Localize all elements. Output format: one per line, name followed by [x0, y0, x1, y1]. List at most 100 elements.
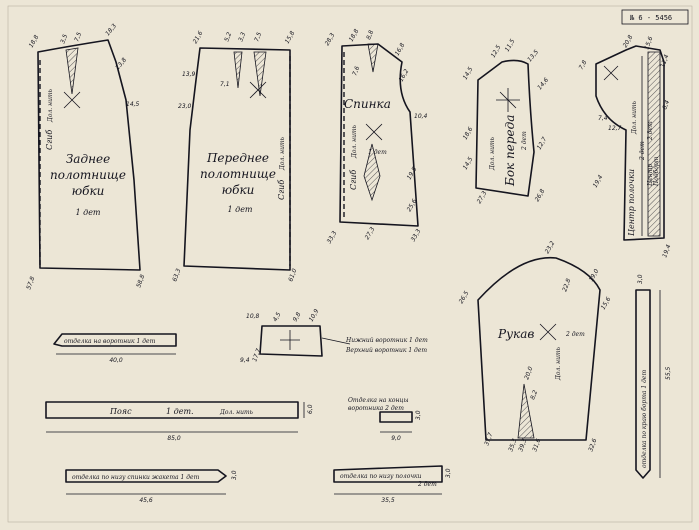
shelf-hem-trim-strip: отделка по низу полочки 2 дет 35,5 3,0: [333, 465, 452, 504]
svg-text:полотнище: полотнище: [200, 167, 276, 181]
belt-strip: Пояс 1 дет. Дол. нить 85,0 6,0: [45, 401, 314, 442]
svg-text:7,4: 7,4: [598, 115, 608, 122]
collar-ends-trim-strip: Отделка на концы воротника 2 дет 9,0 3,0: [348, 397, 422, 442]
collar-trim-strip: отделка на воротник 1 дет 40,0: [53, 333, 177, 364]
svg-text:63,3: 63,3: [171, 268, 182, 283]
svg-text:Дол. нить: Дол. нить: [555, 347, 562, 381]
svg-text:15,6: 15,6: [600, 296, 613, 311]
svg-text:11,4: 11,4: [659, 54, 670, 69]
svg-text:23,2: 23,2: [544, 240, 557, 255]
svg-text:37,7: 37,7: [483, 432, 494, 447]
svg-text:12,7: 12,7: [536, 136, 549, 151]
svg-text:45,6: 45,6: [139, 497, 153, 504]
sheet-border: [7, 5, 693, 523]
svg-text:26,5: 26,5: [458, 290, 471, 305]
skirt-front-piece: Переднее полотнище юбки 1 дет Сгиб Дол. …: [171, 30, 298, 283]
svg-text:12,5: 12,5: [490, 44, 503, 59]
svg-text:55,5: 55,5: [665, 366, 672, 380]
svg-text:3,0: 3,0: [637, 274, 644, 284]
svg-text:Дол. нить: Дол. нить: [47, 89, 54, 123]
svg-text:18,8: 18,8: [28, 34, 41, 49]
svg-text:Спинка: Спинка: [344, 97, 391, 111]
collar-piece: Нижний воротник 1 дет Верхний воротник 1…: [240, 308, 428, 364]
svg-text:17,7: 17,7: [251, 348, 262, 363]
front-center-piece: Центр полочки 2 дет Дол. нить Центр Подб…: [578, 34, 673, 259]
svg-text:7,8: 7,8: [578, 59, 589, 71]
lapel-trim-strip: отделка по краю борта 1 дет 55,5 3,0: [635, 274, 672, 479]
svg-text:3,0: 3,0: [445, 468, 452, 478]
svg-text:10,4: 10,4: [414, 113, 428, 120]
svg-text:7,5: 7,5: [73, 31, 83, 43]
svg-text:16,2: 16,2: [398, 68, 411, 83]
svg-text:Дол. нить: Дол. нить: [489, 137, 496, 171]
svg-text:Нижний воротник 1 дет: Нижний воротник 1 дет: [345, 337, 428, 344]
svg-text:Сгиб: Сгиб: [349, 170, 358, 190]
svg-text:10,9: 10,9: [308, 308, 321, 323]
svg-text:3,0: 3,0: [415, 410, 422, 420]
svg-text:21,6: 21,6: [192, 30, 205, 45]
svg-text:19,0: 19,0: [588, 268, 601, 283]
svg-text:7,5: 7,5: [253, 31, 263, 43]
back-piece: Спинка 1 дет Сгиб Дол. нить 28,3 18,8 8,…: [324, 28, 428, 245]
svg-text:Сгиб: Сгиб: [45, 130, 54, 150]
svg-text:14,5: 14,5: [126, 101, 140, 108]
svg-text:Переднее: Переднее: [206, 151, 269, 165]
svg-text:27,3: 27,3: [364, 226, 377, 241]
svg-text:отделка на воротник 1 дет: отделка на воротник 1 дет: [64, 338, 156, 345]
svg-text:Центр: Центр: [647, 164, 654, 186]
sheet-code: № 6 - 5456: [621, 9, 689, 25]
svg-text:Отделка на концы: Отделка на концы: [348, 397, 409, 404]
svg-text:14,6: 14,6: [536, 76, 550, 91]
svg-text:15,6: 15,6: [643, 36, 654, 51]
svg-text:Дол. нить: Дол. нить: [219, 409, 253, 416]
svg-text:2 дет: 2 дет: [417, 481, 437, 488]
svg-text:юбки: юбки: [222, 183, 255, 197]
svg-text:16,8: 16,8: [394, 42, 407, 57]
svg-text:9,4: 9,4: [240, 357, 250, 364]
svg-text:Дол. нить: Дол. нить: [351, 125, 358, 159]
svg-text:отделка по низу полочки: отделка по низу полочки: [340, 473, 422, 480]
svg-text:6,4: 6,4: [661, 99, 671, 111]
svg-text:13,9: 13,9: [182, 71, 196, 78]
svg-text:27,3: 27,3: [476, 190, 489, 205]
svg-text:26,8: 26,8: [534, 188, 547, 203]
svg-text:2 дет: 2 дет: [647, 121, 654, 141]
svg-text:32,6: 32,6: [587, 438, 598, 453]
svg-text:31,6: 31,6: [531, 438, 542, 453]
svg-text:Верхний воротник 1 дет: Верхний воротник 1 дет: [345, 347, 427, 354]
svg-text:40,0: 40,0: [109, 357, 123, 364]
svg-text:7,6: 7,6: [351, 65, 361, 77]
svg-text:9,8: 9,8: [292, 311, 303, 323]
svg-text:Заднее: Заднее: [66, 152, 110, 166]
svg-text:85,0: 85,0: [167, 435, 181, 442]
svg-text:Рукав: Рукав: [497, 327, 534, 341]
svg-text:2 дет: 2 дет: [565, 331, 585, 338]
svg-text:Пояс: Пояс: [109, 407, 132, 416]
side-front-piece: Бок переда 2 дет Дол. нить 14,5 12,5 11,…: [462, 38, 551, 205]
svg-text:1 дет: 1 дет: [75, 208, 100, 217]
svg-text:35,5: 35,5: [381, 497, 395, 504]
svg-text:8,8: 8,8: [365, 29, 375, 41]
svg-text:Сгиб: Сгиб: [277, 180, 286, 200]
svg-text:отделка по краю борта 1 дет: отделка по краю борта 1 дет: [641, 370, 648, 468]
svg-text:33,3: 33,3: [326, 230, 339, 245]
svg-text:19,5: 19,5: [406, 166, 419, 181]
svg-text:33,3: 33,3: [410, 228, 423, 243]
svg-text:39,3: 39,3: [517, 438, 528, 453]
svg-text:1 дет: 1 дет: [368, 149, 387, 156]
svg-text:19,4: 19,4: [592, 174, 605, 189]
svg-text:8,2: 8,2: [529, 389, 539, 401]
svg-text:58,8: 58,8: [135, 274, 146, 289]
svg-text:20,0: 20,0: [523, 366, 534, 381]
svg-text:28,3: 28,3: [324, 32, 337, 47]
svg-text:18,6: 18,6: [462, 126, 475, 141]
svg-text:15,8: 15,8: [284, 30, 297, 45]
svg-text:3,0: 3,0: [231, 470, 238, 480]
svg-text:18,8: 18,8: [348, 28, 361, 43]
svg-text:Подборт: Подборт: [653, 156, 660, 187]
svg-text:57,8: 57,8: [25, 276, 36, 291]
svg-text:полотнище: полотнище: [50, 168, 126, 182]
svg-text:5,2: 5,2: [223, 31, 233, 43]
